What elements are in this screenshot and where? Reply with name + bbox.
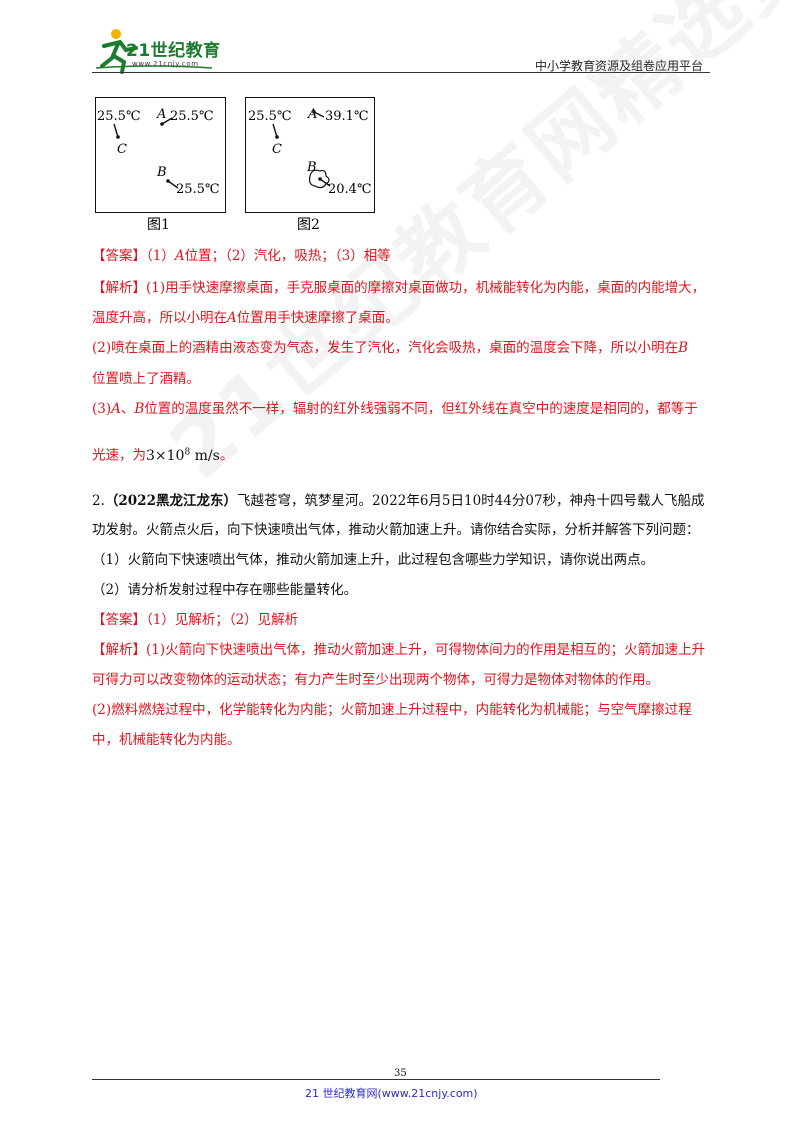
q1-p2-line1a: (2)喷在桌面上的酒精由液态变为气态，发生了汽化，汽化会吸热，桌面的温度会下降，… xyxy=(92,340,679,356)
figure1-frame xyxy=(95,97,226,213)
platform-title: 中小学教育资源及组卷应用平台 xyxy=(535,59,704,73)
q1-formula-unit: m/s xyxy=(190,447,220,464)
fig1-caption: 图1 xyxy=(147,217,170,233)
q1-p2-line1-var: B xyxy=(678,340,689,356)
q2-stem-1: 飞越苍穹，筑梦星河。2022年6月5日10时44分07秒，神舟十四号载人飞船成 xyxy=(236,493,705,509)
q1-analysis-line6: 光速，为3×108 m/s。 xyxy=(92,442,233,466)
q1-p3-line1b: 位置的温度虽然不一样，辐射的红外线强弱不同，但红外线在真空中的速度是相同的，都等… xyxy=(144,401,698,417)
q1-p1-line1: (1)用手快速摩擦桌面，手克服桌面的摩擦对桌面做功，机械能转化为内能，桌面的内能… xyxy=(146,280,706,296)
q2-a2-line2: 中，机械能转化为内能。 xyxy=(92,732,241,748)
q1-p3-var-b: B xyxy=(134,401,145,417)
q1-analysis-line1: 【解析】(1)用手快速摩擦桌面，手克服桌面的摩擦对桌面做功，机械能转化为内能，桌… xyxy=(92,278,705,298)
q1-analysis-line4: 位置喷上了酒精。 xyxy=(92,369,200,389)
fig2-caption: 图2 xyxy=(297,217,320,233)
q1-answer-line: 【答案】（1）A位置；（2）汽化，吸热；（3）相等 xyxy=(92,246,391,266)
q2-answer-tag: 【答案】 xyxy=(92,612,146,628)
q2-a2-line1: (2)燃料燃烧过程中，化学能转化为内能；火箭加速上升过程中，内能转化为机械能；与… xyxy=(92,702,692,718)
q1-p1-line2b: 位置用手快速摩擦了桌面。 xyxy=(236,310,399,326)
q1-p3-sep: 、 xyxy=(120,401,135,417)
q2-analysis-line4: 中，机械能转化为内能。 xyxy=(92,730,241,750)
q2-sub1: （1）火箭向下快速喷出气体，推动火箭加速上升，此过程包含哪些力学知识，请你说出两… xyxy=(92,550,654,570)
q1-p1-line2a: 温度升高，所以小明在 xyxy=(92,310,227,326)
q1-formula-exp: 8 xyxy=(184,447,191,457)
footer-site-link[interactable]: 21 世纪教育网(www.21cnjy.com) xyxy=(305,1087,478,1100)
q1-p3-line2a: 光速，为 xyxy=(92,447,146,464)
q1-p2-line2: 位置喷上了酒精。 xyxy=(92,371,200,387)
figure2-frame xyxy=(245,97,375,213)
header-divider xyxy=(92,72,710,73)
q2-a1-line2: 可得力可以改变物体的运动状态；有力产生时至少出现两个物体，可得力是物体对物体的作… xyxy=(92,672,659,688)
q2-a1-line1: (1)火箭向下快速喷出气体，推动火箭加速上升，可得物体间力的作用是相互的；火箭加… xyxy=(146,642,706,658)
q2-stem-2: 功发射。火箭点火后，向下快速喷出气体，推动火箭加速上升。请你结合实际，分析并解答… xyxy=(92,522,700,538)
logo-url: www.21cnjy.com xyxy=(132,60,199,68)
q2-answer: （1）见解析；（2）见解析 xyxy=(146,612,299,628)
q2-number: 2. xyxy=(92,493,105,509)
q1-answer-rest: 位置；（2）汽化，吸热；（3）相等 xyxy=(184,248,391,264)
q2-sub2: （2）请分析发射过程中存在哪些能量转化。 xyxy=(92,580,357,600)
q2-sub2-text: （2）请分析发射过程中存在哪些能量转化。 xyxy=(92,582,358,598)
q1-answer-1: （1） xyxy=(146,248,175,264)
footer-divider xyxy=(92,1079,660,1080)
q2-sub1-text: （1）火箭向下快速喷出气体，推动火箭加速上升，此过程包含哪些力学知识，请你说出两… xyxy=(92,552,655,568)
q1-analysis-line5: (3)A、B位置的温度虽然不一样，辐射的红外线强弱不同，但红外线在真空中的速度是… xyxy=(92,399,698,419)
q1-p3-line1a: (3) xyxy=(92,401,112,417)
q2-source: （2022黑龙江龙东） xyxy=(104,493,237,509)
q1-analysis-line2: 温度升高，所以小明在A位置用手快速摩擦了桌面。 xyxy=(92,308,399,328)
q2-stem-line2: 功发射。火箭点火后，向下快速喷出气体，推动火箭加速上升。请你结合实际，分析并解答… xyxy=(92,520,700,540)
q2-stem-line1: 2.（2022黑龙江龙东）飞越苍穹，筑梦星河。2022年6月5日10时44分07… xyxy=(92,491,705,511)
page-number: 35 xyxy=(394,1068,407,1079)
q2-analysis-line2: 可得力可以改变物体的运动状态；有力产生时至少出现两个物体，可得力是物体对物体的作… xyxy=(92,670,659,690)
q1-p3-var-a: A xyxy=(111,401,121,417)
logo-text: 21世纪教育 xyxy=(126,41,221,61)
q2-answer-line: 【答案】（1）见解析；（2）见解析 xyxy=(92,610,298,630)
q1-answer-var: A xyxy=(174,248,185,264)
q1-p3-line2b: 。 xyxy=(219,447,234,464)
q1-p1-line2-var: A xyxy=(227,310,237,326)
q2-analysis-line3: (2)燃料燃烧过程中，化学能转化为内能；火箭加速上升过程中，内能转化为机械能；与… xyxy=(92,700,692,720)
logo-runner-icon xyxy=(95,29,213,74)
q1-answer-tag: 【答案】 xyxy=(92,248,146,264)
q1-formula-base: 3×10 xyxy=(146,447,185,464)
q1-analysis-line3: (2)喷在桌面上的酒精由液态变为气态，发生了汽化，汽化会吸热，桌面的温度会下降，… xyxy=(92,338,688,358)
q2-analysis-line1: 【解析】(1)火箭向下快速喷出气体，推动火箭加速上升，可得物体间力的作用是相互的… xyxy=(92,640,705,660)
q1-formula: 3×108 m/s xyxy=(146,447,220,464)
q2-analysis-tag: 【解析】 xyxy=(92,642,146,658)
q1-analysis-tag: 【解析】 xyxy=(92,280,146,296)
